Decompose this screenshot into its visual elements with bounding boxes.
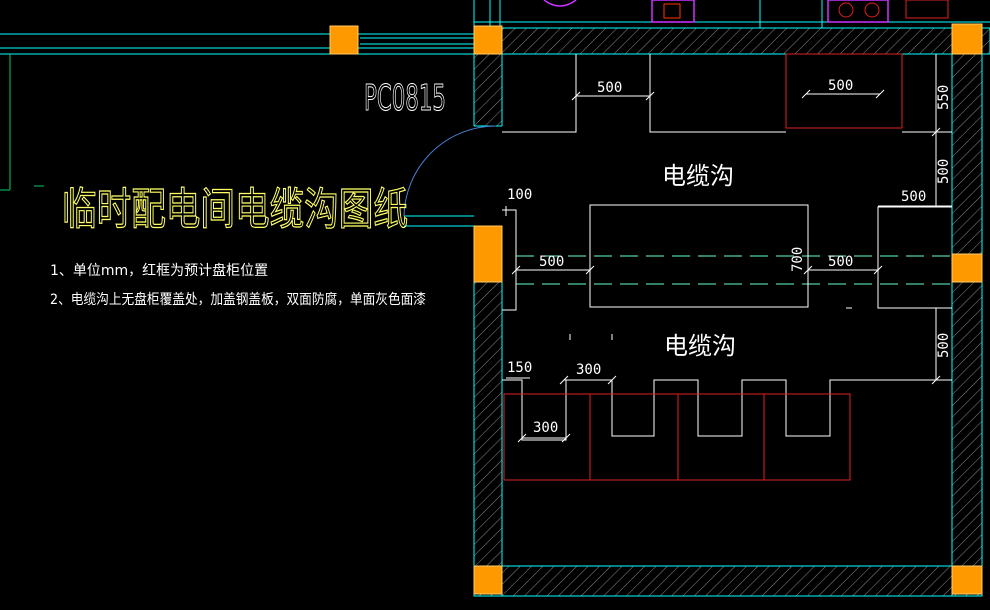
cabinet-bottom-row [503,393,851,481]
column [951,23,983,55]
drawing-title: 临时配电间电缆沟图纸 [62,184,408,235]
walls [472,27,990,597]
dim-top-left-width: 500 [597,80,622,96]
trench-label-lower: 电缆沟 [664,332,736,360]
top-fixtures [543,0,949,23]
column [951,253,983,283]
note-line-1: 1、单位mm，红框为预计盘柜位置 [50,262,268,279]
dim-right-upper: 500 [936,159,952,184]
cabinet-top-right [785,53,903,129]
dim-center-left: 500 [539,254,564,270]
dim-right-step: 500 [901,189,926,205]
exterior-lines [0,0,990,227]
note-line-2: 2、电缆沟上无盘柜覆盖处，加盖钢盖板，双面防腐，单面灰色面漆 [50,291,426,308]
cabinets [503,53,903,481]
wall-bottom [473,565,983,597]
dim-top-right-depth: 550 [936,85,952,110]
door-swing-arc [403,125,497,217]
dim-left-stub: 100 [507,187,532,203]
dimension-lines [505,54,952,443]
wall-left [473,27,503,597]
dim-center-right: 500 [828,254,853,270]
column [951,565,983,595]
column [473,565,503,595]
door-opening [472,126,504,226]
centerlines [516,255,952,285]
column [473,225,503,283]
columns [329,23,983,595]
dim-right-lower: 500 [936,333,952,358]
dimension-texts: 500 500 550 500 500 100 500 700 500 500 … [507,78,952,436]
dim-center-height: 700 [790,247,806,272]
trench-label-upper: 电缆沟 [662,162,734,190]
column [473,25,503,55]
dim-bottom-300-lower: 300 [533,420,558,436]
column [329,25,359,55]
trench-outline [502,54,952,441]
wall-right [951,27,983,597]
window-label: PC0815 [364,78,446,119]
dim-bottom-300-top: 300 [576,362,601,378]
dim-bottom-left-150: 150 [507,360,532,376]
dim-top-right-width: 500 [828,78,853,94]
wall-top [473,27,990,55]
